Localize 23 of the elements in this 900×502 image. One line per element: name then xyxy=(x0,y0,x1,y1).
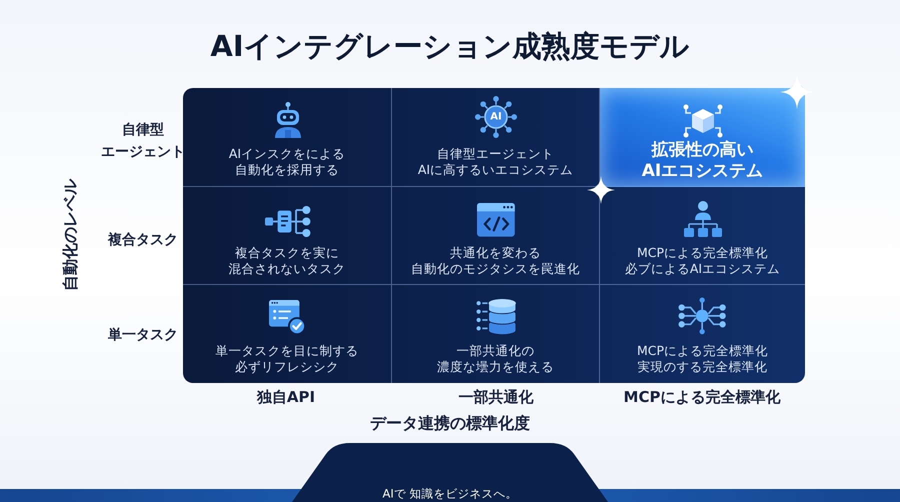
axis-title: 自動化のレベル xyxy=(60,179,80,291)
tagline: AIで 知識をビジネスへ。 xyxy=(382,486,518,502)
icon-label: AI xyxy=(490,110,502,124)
cell-text: 拡張性の高いAIエコシステム xyxy=(642,140,764,182)
matrix-cell xyxy=(600,88,805,187)
cell-text: MCPによる完全標準化必ブによるAIエコシステム xyxy=(624,245,780,276)
matrix-cell xyxy=(183,187,392,285)
cell-text: 単一タスクを目に制する必ずリフレシシク xyxy=(216,343,358,374)
column-label: 独自API xyxy=(256,387,316,407)
column-label: MCPによる完全標準化 xyxy=(624,387,780,407)
cell-text: AIインスクをによる自動化を採用する xyxy=(228,146,346,177)
cell-text: 共通化を変わる自動化のモジタシスを罠進化 xyxy=(411,245,580,276)
cell-text: 複合タスクを実に混合されないタスク xyxy=(228,245,346,276)
column-label: 一部共通化 xyxy=(458,387,534,407)
matrix-cell xyxy=(183,88,392,187)
row-label: 単一タスク xyxy=(108,326,178,344)
row-label: 複合タスク xyxy=(108,231,178,249)
row-label: 自律型エージェント xyxy=(101,121,185,162)
axis-title: データ連携の標準化度 xyxy=(370,412,530,434)
cell-text: 自律型エージェントAIに高するいエコシステム xyxy=(418,146,574,177)
cell-text: MCPによる完全標準化実現のする完全標準化 xyxy=(636,343,768,374)
title: AIインテグレーション成熟度モデル xyxy=(210,28,690,65)
cell-text: 一部共通化の濃度な壜力を使える xyxy=(437,343,554,374)
